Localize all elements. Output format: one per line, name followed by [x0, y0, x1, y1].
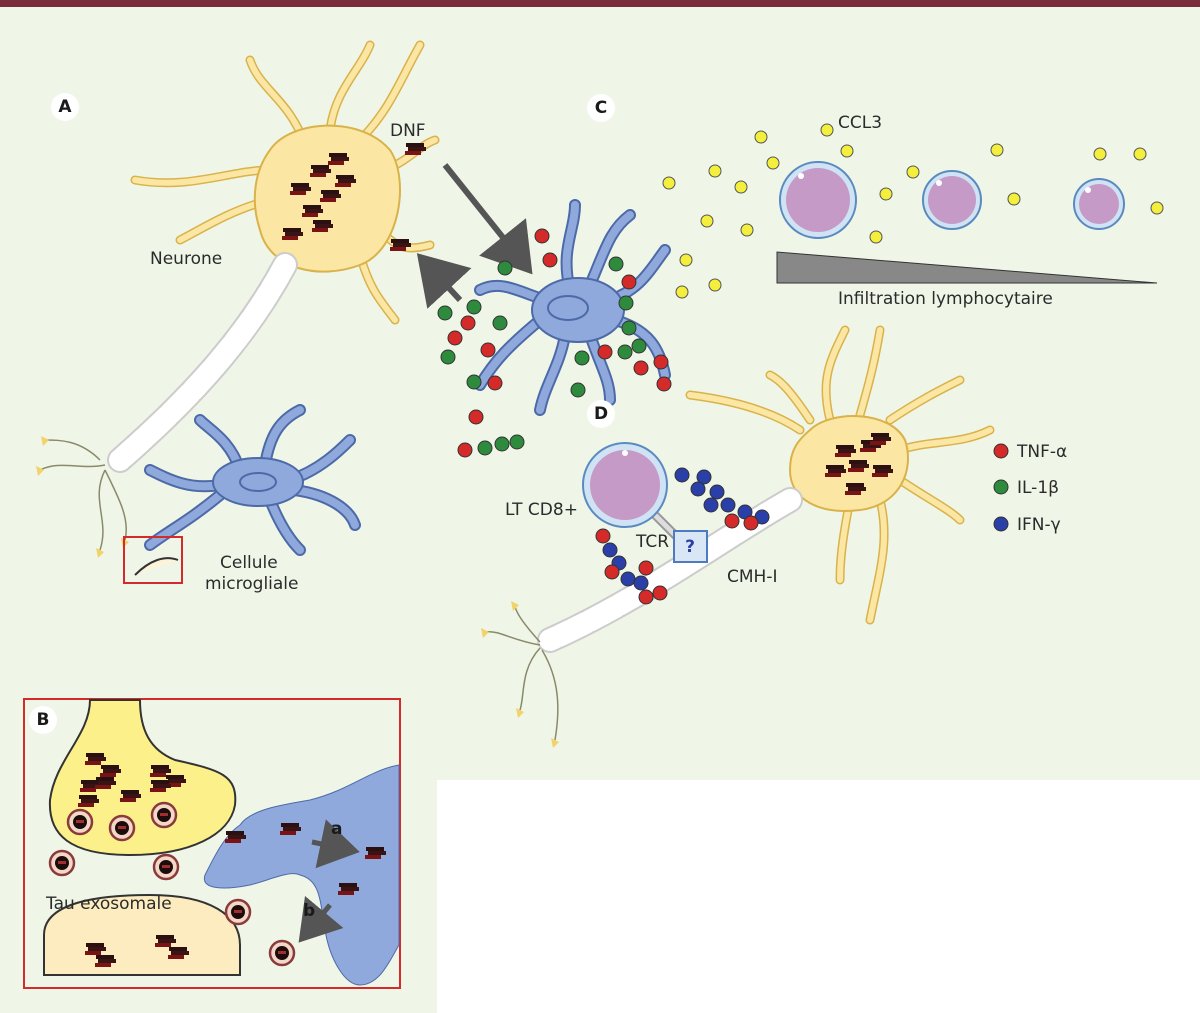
- legend: TNF-α IL-1β IFN-γ: [994, 442, 1067, 535]
- legend-label-tnf: TNF-α: [1016, 442, 1067, 462]
- panel-c-letter: C: [595, 98, 607, 118]
- label-cmh: CMH-I: [727, 567, 777, 587]
- top-border: [0, 0, 1200, 7]
- question-mark: ?: [685, 537, 695, 557]
- label-arrow-b: b: [303, 901, 315, 921]
- label-cellule: Cellule: [220, 553, 278, 573]
- label-lt-cd8: LT CD8+: [505, 500, 578, 520]
- label-arrow-a: a: [331, 819, 342, 839]
- panel-a-letter: A: [58, 97, 72, 117]
- label-ccl3: CCL3: [838, 113, 882, 133]
- legend-swatch-ifn: [994, 517, 1008, 531]
- legend-swatch-il1: [994, 480, 1008, 494]
- legend-label-ifn: IFN-γ: [1017, 515, 1061, 535]
- label-tcr: TCR: [635, 532, 669, 552]
- label-infiltration: Infiltration lymphocytaire: [838, 289, 1053, 309]
- label-neurone: Neurone: [150, 249, 222, 269]
- legend-label-il1: IL-1β: [1017, 478, 1059, 498]
- panel-b-letter: B: [37, 710, 50, 730]
- panel-b-inset: [24, 699, 400, 988]
- label-tau-exosomale: Tau exosomale: [45, 894, 172, 914]
- panel-d-letter: D: [594, 404, 608, 424]
- label-dnf: DNF: [390, 121, 426, 141]
- label-microgliale: microgliale: [205, 574, 298, 594]
- legend-swatch-tnf: [994, 444, 1008, 458]
